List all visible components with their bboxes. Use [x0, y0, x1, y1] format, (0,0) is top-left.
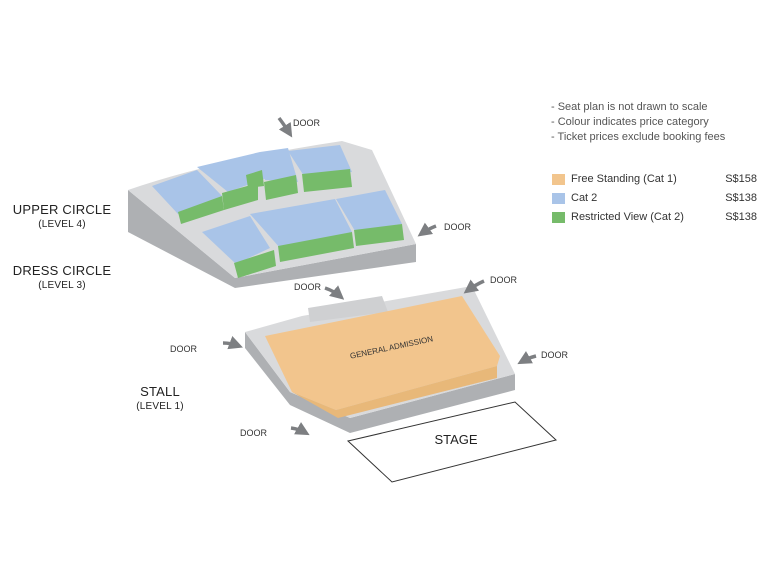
dress-circle-level: (LEVEL 3) [38, 280, 86, 291]
door-label: DOOR [444, 222, 472, 232]
legend-label: Cat 2 [571, 192, 598, 204]
stage: STAGE [346, 401, 558, 483]
door-label: DOOR [490, 275, 518, 285]
note-item: - Ticket prices exclude booking fees [551, 131, 726, 143]
door-label: DOOR [240, 428, 268, 438]
dress-circle-name: DRESS CIRCLE [12, 263, 112, 278]
door-stall-top-right: DOOR [463, 275, 518, 294]
legend-price: S$138 [725, 192, 757, 204]
seat-block-restricted [222, 183, 258, 210]
upper-restricted-sections [178, 169, 404, 278]
door-label: DOOR [294, 282, 322, 292]
door-label: DOOR [170, 344, 198, 354]
legend-row-restricted: Restricted View (Cat 2) S$138 [552, 210, 757, 229]
seat-block-restricted [234, 250, 276, 278]
door-stall-left: DOOR [170, 336, 243, 354]
legend-price: S$138 [725, 211, 757, 223]
legend-label: Free Standing (Cat 1) [571, 173, 677, 185]
door-label: DOOR [293, 118, 321, 128]
upper-cat2-sections [152, 145, 402, 264]
seat-block-restricted [246, 170, 264, 188]
seat-block-restricted [302, 169, 352, 192]
legend-row-cat1: Free Standing (Cat 1) S$158 [552, 172, 757, 191]
door-stall-bottom: DOOR [240, 422, 310, 438]
plan-notes: - Seat plan is not drawn to scale - Colo… [551, 100, 725, 145]
seat-block-cat2 [336, 190, 402, 231]
stall-level: (LEVEL 1) [136, 401, 184, 412]
seat-block-restricted [178, 196, 224, 224]
legend-price: S$158 [725, 173, 757, 185]
upper-circle-side [128, 190, 416, 288]
arrow-icon [324, 285, 345, 300]
seat-block-cat2 [260, 148, 298, 182]
arrow-icon [517, 351, 537, 365]
price-legend: Free Standing (Cat 1) S$158 Cat 2 S$138 … [552, 172, 757, 229]
note-item: - Colour indicates price category [551, 116, 709, 128]
seat-block-cat2 [288, 145, 352, 176]
seat-block-cat2 [197, 152, 278, 192]
stage-outline [346, 401, 558, 483]
upper-circle-title: UPPER CIRCLE (LEVEL 4) [8, 202, 116, 230]
seat-block-cat2 [202, 216, 270, 264]
general-admission-area [265, 296, 500, 410]
upper-circle-name: UPPER CIRCLE [12, 202, 112, 217]
door-upper-right: DOOR [417, 222, 472, 237]
stall-entrance-extension [308, 296, 388, 322]
dress-circle-title: DRESS CIRCLE (LEVEL 3) [8, 263, 116, 291]
arrow-icon [222, 336, 243, 350]
arrow-icon [290, 422, 310, 436]
stall-name: STALL [140, 384, 180, 399]
stall-side [245, 332, 515, 433]
note-item: - Seat plan is not drawn to scale [551, 101, 708, 113]
arrow-icon [463, 279, 485, 294]
arrow-icon [277, 116, 293, 138]
upper-circle-block [128, 141, 416, 288]
seat-block-restricted [264, 175, 298, 200]
seat-block-restricted [278, 232, 354, 262]
arrow-icon [417, 222, 437, 237]
legend-swatch [552, 212, 565, 223]
legend-row-cat2: Cat 2 S$138 [552, 191, 757, 210]
upper-circle-level: (LEVEL 4) [38, 219, 86, 230]
stall-title: STALL (LEVEL 1) [110, 384, 210, 412]
legend-swatch [552, 174, 565, 185]
stall-block: GENERAL ADMISSION [245, 286, 515, 433]
seat-block-restricted [354, 224, 404, 246]
doors: DOOR DOOR DOOR DOOR DOOR DOOR DOOR [170, 116, 569, 438]
door-upper-top: DOOR [277, 116, 321, 138]
legend-label: Restricted View (Cat 2) [571, 211, 684, 223]
door-stall-right: DOOR [517, 350, 569, 365]
seat-block-cat2 [250, 199, 352, 248]
door-label: DOOR [541, 350, 569, 360]
door-stall-top-left: DOOR [294, 282, 345, 300]
stage-label: STAGE [434, 432, 477, 447]
legend-swatch [552, 193, 565, 204]
